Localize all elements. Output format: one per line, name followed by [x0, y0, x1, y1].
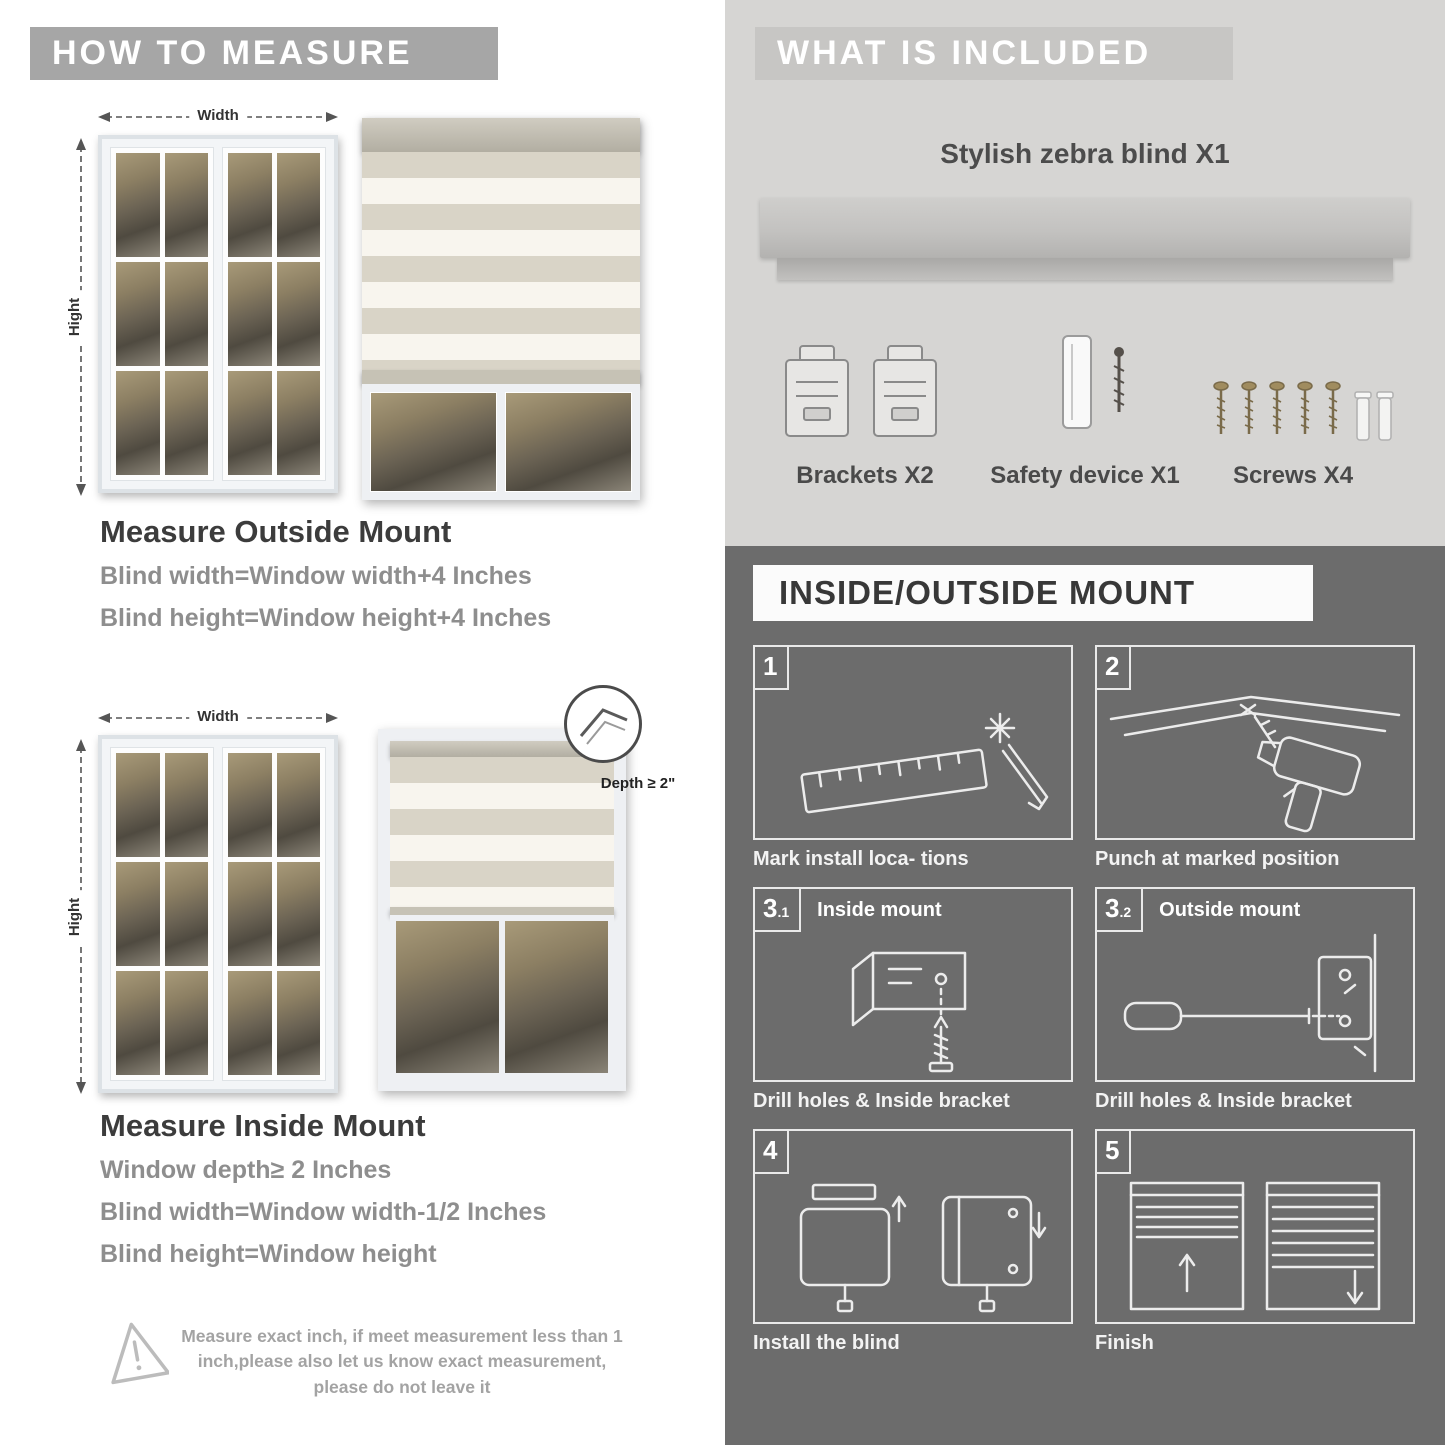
step-1-illustration	[800, 712, 1049, 814]
step-3-2-panel: 3.2 Outside mount	[1095, 887, 1415, 1082]
width-arrow: Width	[98, 107, 338, 126]
headrail-valance	[777, 258, 1393, 280]
width-label: Width	[189, 107, 247, 124]
step-3-2: 3.2 Outside mount	[1095, 887, 1415, 1113]
inside-mount-figure: Width Hight	[66, 685, 675, 1102]
how-to-measure-section: HOW TO MEASURE Width Hight	[0, 0, 710, 1445]
step-5-caption: Finish	[1095, 1332, 1154, 1354]
step-subnumber: .1	[777, 904, 790, 920]
window-illustration	[98, 735, 338, 1093]
step-1: 1	[753, 645, 1073, 871]
depth-callout-circle	[564, 685, 642, 763]
steps-grid: 1	[753, 645, 1415, 1355]
step-subnumber: .2	[1119, 904, 1132, 920]
height-label: Hight	[66, 289, 83, 345]
step-2-panel: 2	[1095, 645, 1415, 840]
step-number: 3	[1105, 893, 1120, 923]
blind-stripes	[390, 757, 614, 907]
step-3-2-illustration	[1123, 933, 1377, 1073]
height-label: Hight	[66, 889, 83, 944]
step-3-1: 3.1 Inside mount	[753, 887, 1073, 1113]
blind-bottomrail	[390, 907, 614, 915]
window-sash	[222, 747, 326, 1081]
product-title: Stylish zebra blind X1	[940, 138, 1230, 169]
step-number: 1	[763, 651, 778, 681]
inside-mount-line2: Blind width=Window width-1/2 Inches	[100, 1198, 547, 1226]
step-title: Outside mount	[1159, 899, 1301, 921]
inside-mount-title: Measure Inside Mount	[100, 1108, 426, 1143]
measurement-note: Measure exact inch, if meet measurement …	[181, 1326, 623, 1397]
step-title: Inside mount	[817, 899, 942, 921]
headrail-illustration	[760, 198, 1410, 258]
step-3-1-panel: 3.1 Inside mount	[753, 887, 1073, 1082]
height-arrow: Hight	[66, 138, 90, 496]
mount-instructions-section: INSIDE/OUTSIDE MOUNT 1	[725, 546, 1445, 1445]
step-1-caption: Mark install loca- tions	[753, 848, 969, 870]
window-below-blind	[390, 915, 614, 1079]
blind-headrail	[362, 118, 640, 152]
outside-mount-figure: Width Hight	[66, 100, 650, 500]
width-arrow: Width	[98, 708, 338, 727]
brackets-label: Brackets X2	[796, 462, 934, 489]
brackets-icon	[785, 345, 937, 437]
height-arrow: Hight	[66, 739, 90, 1094]
depth-label: Depth ≥ 2"	[600, 775, 676, 792]
what-is-included-section: WHAT IS INCLUDED Stylish zebra blind X1	[725, 0, 1445, 546]
step-4-panel: 4	[753, 1129, 1073, 1324]
outside-mount-line2: Blind height=Window height+4 Inches	[100, 604, 552, 632]
step-5: 5	[1095, 1129, 1415, 1355]
mount-header: INSIDE/OUTSIDE MOUNT	[753, 565, 1313, 621]
window-corner-icon	[579, 708, 628, 745]
window-sash	[110, 147, 214, 481]
step-5-panel: 5	[1095, 1129, 1415, 1324]
step-number: 5	[1105, 1135, 1120, 1165]
step-2: 2	[1095, 645, 1415, 871]
step-4-caption: Install the blind	[753, 1332, 900, 1354]
zebra-blind-inside-illustration	[378, 729, 626, 1091]
zebra-blind-outside-illustration	[362, 118, 640, 500]
step-3-1-illustration	[851, 951, 967, 1073]
how-to-measure-header: HOW TO MEASURE	[30, 27, 498, 80]
screws-icon	[1213, 381, 1394, 441]
step-number: 4	[763, 1135, 778, 1165]
inside-mount-line3: Blind height=Window height	[100, 1240, 437, 1268]
width-label: Width	[189, 708, 247, 725]
warning-triangle-icon	[103, 1316, 171, 1391]
safety-device-label: Safety device X1	[990, 462, 1180, 489]
step-3-1-caption: Drill holes & Inside bracket	[753, 1090, 1010, 1112]
step-number: 2	[1105, 651, 1120, 681]
screws-label: Screws X4	[1232, 462, 1354, 489]
what-is-included-header: WHAT IS INCLUDED	[755, 27, 1233, 80]
step-4-illustration	[799, 1183, 1047, 1313]
vertical-measure-arrow-icon	[76, 739, 86, 1094]
blind-headrail	[390, 741, 614, 757]
step-2-illustration	[1109, 695, 1401, 833]
outside-mount-line1: Blind width=Window width+4 Inches	[100, 562, 532, 590]
step-number: 3	[763, 893, 778, 923]
step-2-caption: Punch at marked position	[1095, 848, 1340, 870]
safety-device-icon	[1062, 335, 1125, 429]
right-column: WHAT IS INCLUDED Stylish zebra blind X1	[725, 0, 1445, 1445]
blind-stripes	[362, 152, 640, 370]
step-5-illustration	[1129, 1181, 1381, 1311]
outside-mount-title: Measure Outside Mount	[100, 514, 452, 549]
window-sash	[110, 747, 214, 1081]
step-3-2-caption: Drill holes & Inside bracket	[1095, 1090, 1352, 1112]
step-4: 4	[753, 1129, 1073, 1355]
blind-bottomrail	[362, 370, 640, 384]
window-below-blind	[362, 384, 640, 500]
step-1-panel: 1	[753, 645, 1073, 840]
window-illustration	[98, 135, 338, 493]
inside-mount-line1: Window depth≥ 2 Inches	[100, 1156, 392, 1184]
window-sash	[222, 147, 326, 481]
